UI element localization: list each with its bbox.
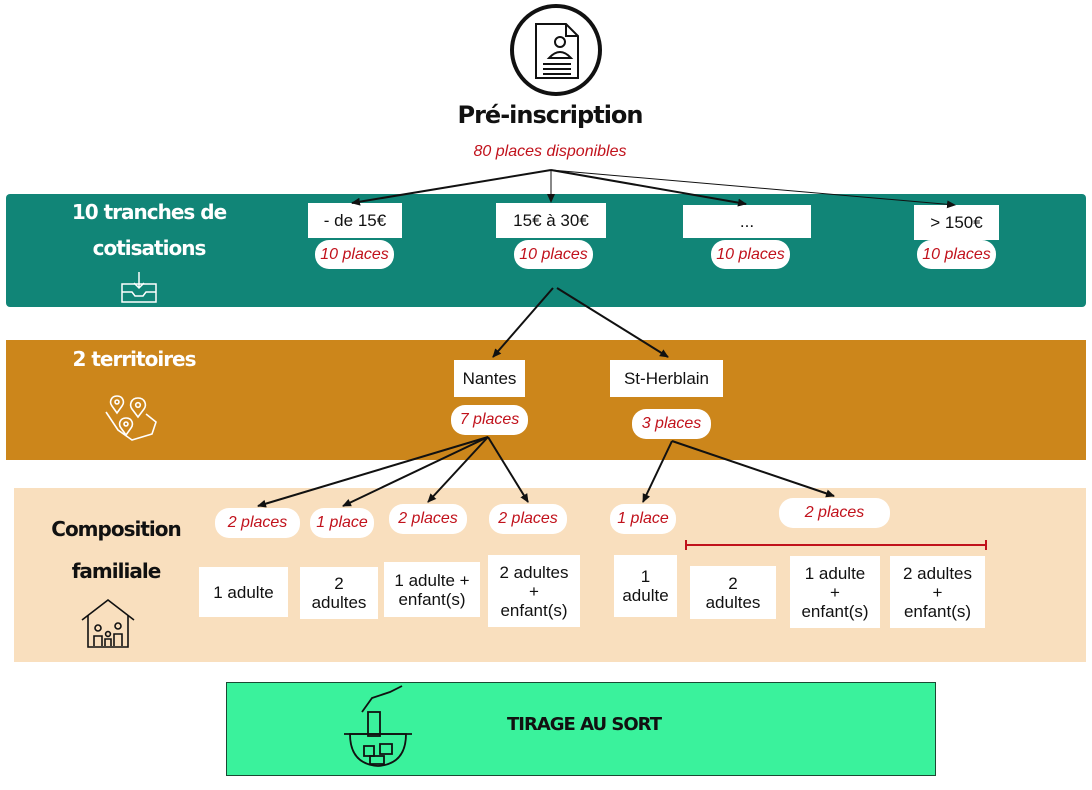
places-badge: 3 places <box>632 409 711 439</box>
places-badge: 2 places <box>779 498 890 528</box>
cotisations-title: 10 tranches de cotisations <box>71 200 227 260</box>
composition-box: 2 adultes <box>690 566 776 619</box>
places-badge: 10 places <box>315 240 394 269</box>
territoire-box-nantes: Nantes <box>454 360 525 397</box>
places-badge: 10 places <box>711 240 790 269</box>
tirage-au-sort-label: TIRAGE AU SORT <box>507 714 662 735</box>
composition-box: 1 adulte <box>614 555 677 617</box>
places-badge: 7 places <box>451 405 528 435</box>
tranche-box: 15€ à 30€ <box>496 203 606 238</box>
composition-title: Composition familiale <box>51 517 181 583</box>
places-badge: 2 places <box>215 508 300 538</box>
composition-box: 2 adultes + enfant(s) <box>890 556 985 628</box>
page-title: Pré-inscription <box>457 101 643 129</box>
places-badge: 2 places <box>489 504 567 534</box>
tranche-box: - de 15€ <box>308 203 402 238</box>
places-badge: 2 places <box>389 504 467 534</box>
territoires-band <box>6 340 1086 460</box>
tranche-box: ... <box>683 205 811 238</box>
composition-box: 1 adulte + enfant(s) <box>384 562 480 617</box>
page-subtitle: 80 places disponibles <box>473 143 627 160</box>
places-badge: 1 place <box>610 504 676 534</box>
composition-box: 1 adulte <box>199 567 288 617</box>
territoires-title: 2 territoires <box>72 347 196 371</box>
tranche-box: > 150€ <box>914 205 999 240</box>
places-badge: 10 places <box>917 240 996 269</box>
tirage-au-sort-box <box>226 682 936 776</box>
places-badge: 10 places <box>514 240 593 269</box>
places-badge: 1 place <box>310 508 374 538</box>
document-person-icon <box>510 4 602 96</box>
composition-box: 2 adultes <box>300 567 378 619</box>
composition-box: 1 adulte + enfant(s) <box>790 556 880 628</box>
composition-box: 2 adultes + enfant(s) <box>488 555 580 627</box>
territoire-box-st-herblain: St-Herblain <box>610 360 723 397</box>
